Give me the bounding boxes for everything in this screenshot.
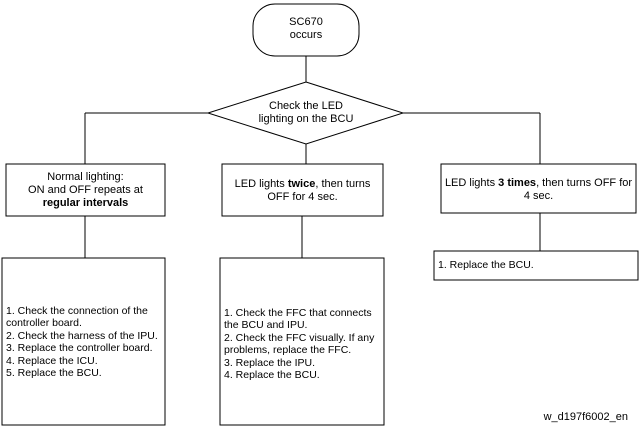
branch-3-steps-box: [433, 250, 639, 281]
branch-2-condition-bold: twice: [287, 178, 316, 190]
branch-1-step: 3. Replace the controller board.: [6, 342, 153, 355]
branch-2-steps-box: [219, 257, 385, 426]
branch-1-step: 4. Replace the ICU.: [6, 354, 98, 367]
branch-2-condition-pre: LED lights: [234, 178, 288, 190]
decision-label-line-2: lighting on the BCU: [258, 113, 354, 125]
branch-1-condition-line-2: ON and OFF repeats at: [28, 184, 143, 196]
branch-1-condition-box: [5, 163, 166, 217]
branch-2-condition: LED lights twice, then turns OFF for 4 s…: [226, 178, 379, 204]
decision-label: Check the LED lighting on the BCU: [230, 100, 382, 126]
connector-lines: [84, 56, 541, 258]
branch-2-step: 1. Check the FFC that connects the BCU a…: [224, 307, 372, 332]
branch-2-steps: 1. Check the FFC that connects the BCU a…: [224, 307, 380, 381]
branch-2-condition-post: , then turns OFF for 4 sec.: [267, 178, 371, 203]
start-terminator: [252, 3, 360, 57]
start-label-line-1: SC670: [289, 16, 323, 28]
branch-1-steps-box: [1, 257, 166, 426]
branch-1-steps: 1. Check the connection of the controlle…: [6, 305, 162, 379]
branch-2-step: 4. Replace the BCU.: [224, 369, 320, 382]
start-label-line-2: occurs: [289, 29, 323, 41]
branch-2-condition-box: [221, 163, 384, 217]
decision-label-line-1: Check the LED: [269, 100, 343, 112]
branch-1-step: 1. Check the connection of the controlle…: [6, 305, 148, 330]
decision-diamond: [206, 81, 405, 145]
branch-3-condition-box: [440, 163, 637, 214]
branch-3-steps: 1. Replace the BCU.: [438, 259, 634, 271]
branch-3-condition-post: , then turns OFF for 4 sec.: [523, 177, 633, 202]
branch-1-step: 2. Check the harness of the IPU.: [6, 329, 158, 342]
branch-3-condition-pre: LED lights: [444, 177, 499, 189]
figure-id-caption: w_d197f6002_en: [543, 411, 628, 423]
branch-1-condition-line-1: Normal lighting:: [47, 171, 124, 183]
branch-2-step: 2. Check the FFC visually. If any proble…: [224, 331, 375, 357]
branch-1-condition: Normal lighting: ON and OFF repeats at r…: [8, 171, 163, 210]
branch-3-step: 1. Replace the BCU.: [438, 259, 534, 271]
branch-3-condition-bold: 3 times: [498, 177, 537, 189]
start-label: SC670 occurs: [253, 16, 359, 42]
branch-2-step: 3. Replace the IPU.: [224, 356, 316, 369]
branch-1-condition-line-3: regular intervals: [42, 197, 129, 209]
branch-3-condition: LED lights 3 times, then turns OFF for 4…: [443, 177, 634, 203]
branch-1-step: 5. Replace the BCU.: [6, 367, 102, 380]
